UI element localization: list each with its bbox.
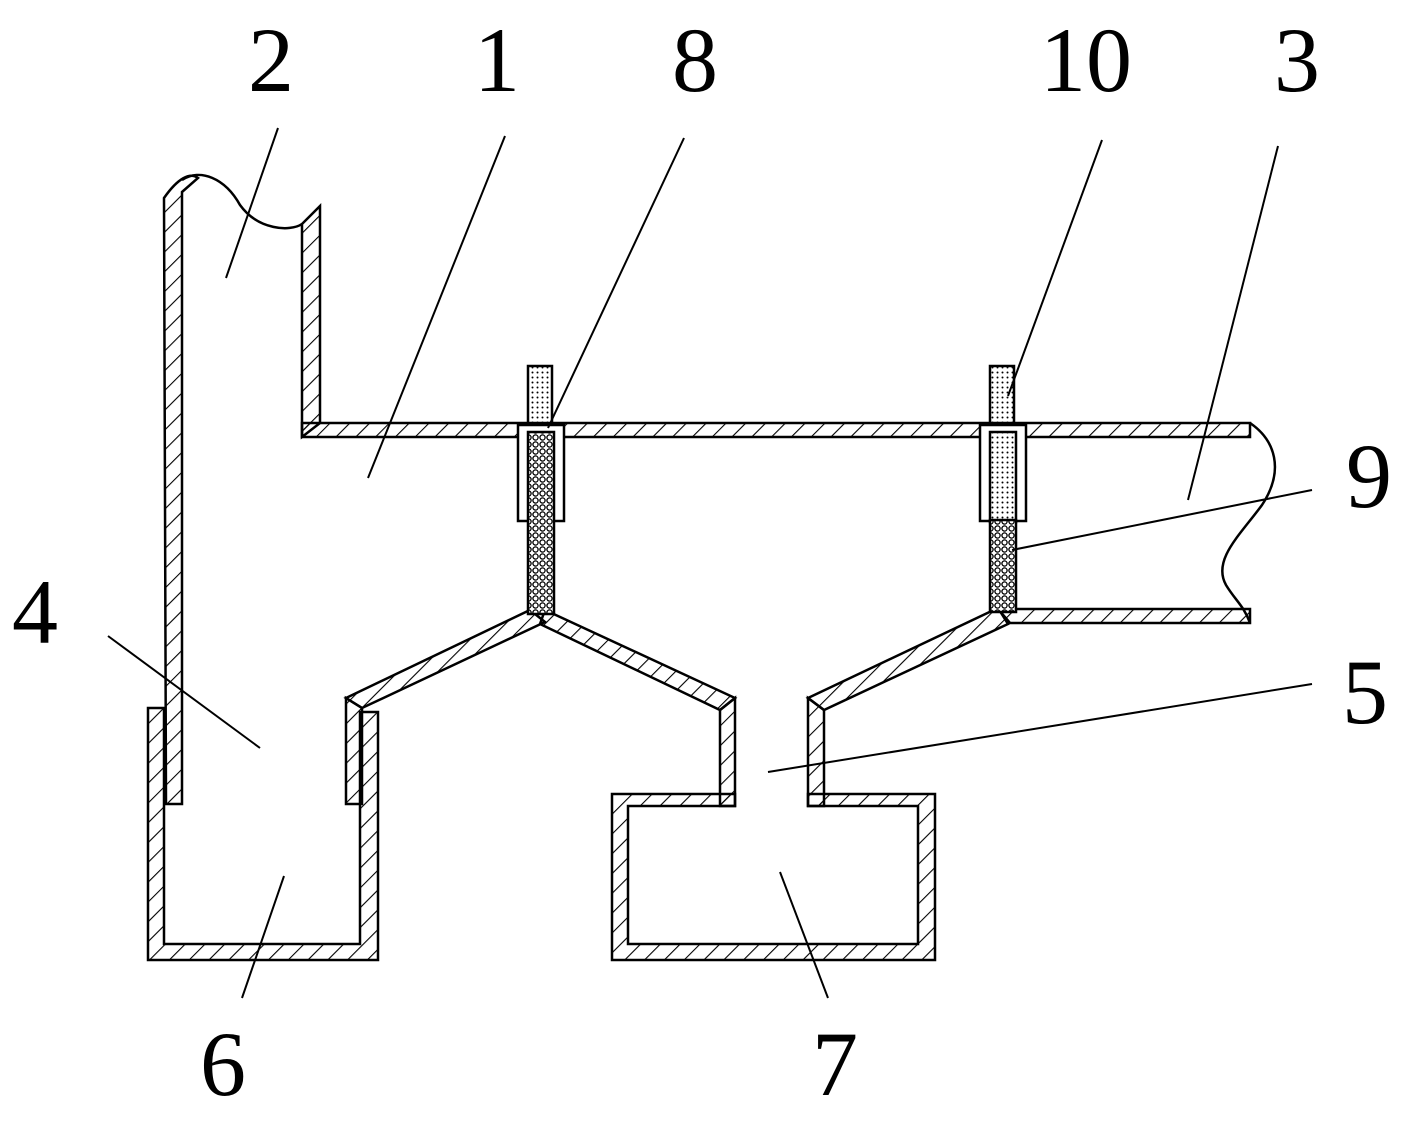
funnel-3-upper-wall (805, 606, 1010, 712)
leader-line-6 (241, 875, 285, 999)
leader-line-10 (1007, 139, 1103, 397)
leader-line-9 (1011, 489, 1313, 551)
label-2: 2 (248, 9, 294, 111)
label-4: 4 (12, 561, 58, 663)
label-1: 1 (474, 9, 520, 111)
filter-9-upper-core (988, 430, 1018, 524)
leader-line-1 (367, 135, 506, 479)
collector-6-inner-sleeve (344, 695, 364, 806)
filter-9-core (988, 518, 1018, 614)
label-7: 7 (812, 1013, 858, 1115)
label-6: 6 (200, 1013, 246, 1115)
label-5: 5 (1342, 641, 1388, 743)
label-3: 3 (1274, 9, 1320, 111)
pipe-3-bottom-wall (995, 607, 1252, 625)
leader-line-2 (225, 127, 279, 279)
funnel-left-upper-wall (343, 608, 548, 710)
label-10: 10 (1040, 9, 1132, 111)
pipe-2-left-wall (162, 174, 200, 806)
pipe-1-top-wall (300, 421, 1252, 439)
filter-8-core (526, 430, 556, 616)
pipe-2-cut-line (181, 173, 303, 230)
leader-line-5 (767, 683, 1313, 773)
pipe-3-cut-line (1220, 421, 1277, 624)
label-8: 8 (672, 9, 718, 111)
outlet-5-left-neck (718, 695, 737, 808)
plug-10-cap (988, 364, 1016, 428)
leader-line-4 (107, 635, 261, 749)
leader-line-8 (547, 137, 685, 429)
outlet-5-right-neck (806, 695, 826, 808)
leader-line-7 (779, 871, 829, 999)
label-9: 9 (1346, 425, 1392, 527)
plug-8-cap (526, 364, 554, 428)
funnel-right-upper-wall (538, 608, 738, 712)
leader-line-3 (1187, 145, 1279, 501)
pipe-2-right-wall (300, 202, 322, 440)
collector-7-walls (610, 792, 937, 962)
